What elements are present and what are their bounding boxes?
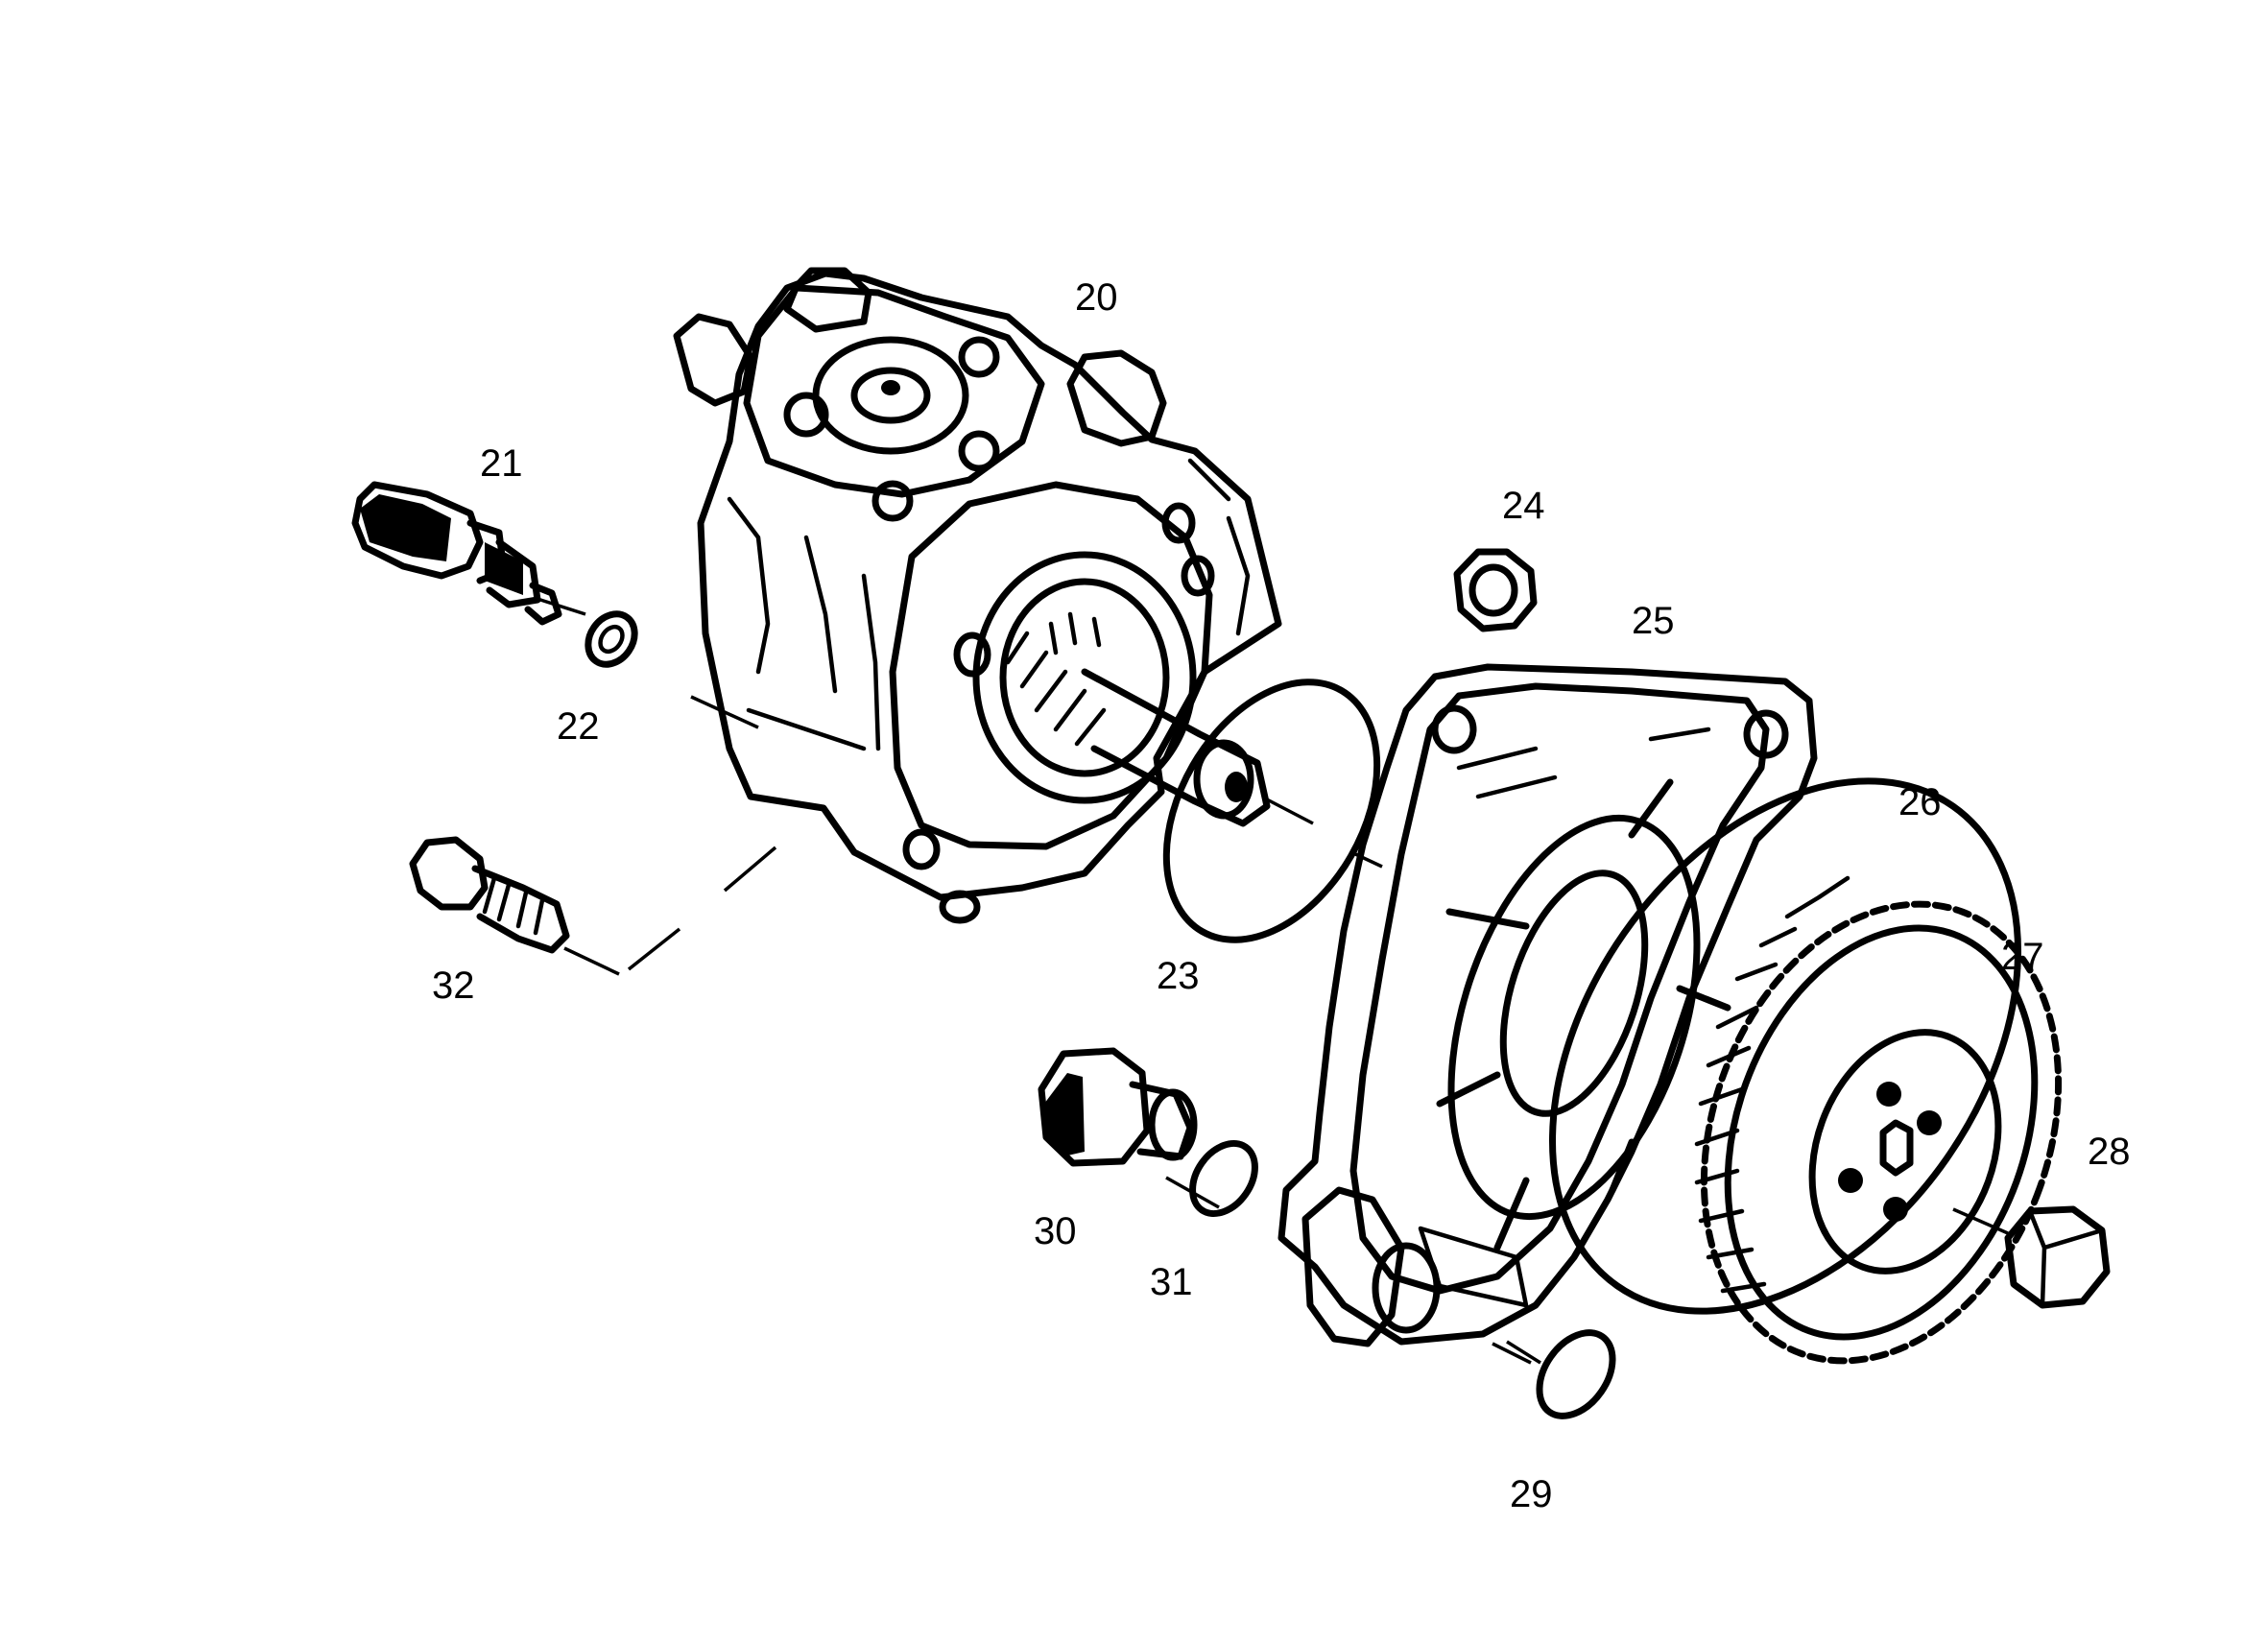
housing-part-25 — [1277, 663, 1818, 1347]
o-ring-part-26 — [1549, 777, 2021, 1315]
o-ring-part-23 — [1162, 679, 1381, 943]
nut-part-28 — [2004, 1205, 2111, 1309]
washer-part-29 — [1536, 1329, 1616, 1419]
callout-26: 26 — [1898, 781, 1942, 823]
callout-20: 20 — [1075, 276, 1118, 319]
callout-30: 30 — [1034, 1210, 1077, 1252]
callout-22: 22 — [557, 705, 600, 748]
sensor-part-21 — [351, 481, 562, 626]
plug-part-30 — [1038, 1047, 1198, 1167]
callout-21: 21 — [480, 442, 523, 485]
pump-assembly — [673, 267, 1282, 924]
callout-27: 27 — [2001, 936, 2044, 978]
callout-25: 25 — [1632, 600, 1675, 642]
seal-ring-part-31 — [1189, 1140, 1258, 1217]
callout-31: 31 — [1150, 1261, 1193, 1303]
bolt-part-32 — [409, 836, 570, 954]
callout-23: 23 — [1157, 955, 1200, 997]
gear-part-27 — [1694, 875, 2063, 1365]
nut-part-24 — [1453, 548, 1538, 632]
callout-32: 32 — [432, 965, 475, 1007]
washer-part-22 — [585, 610, 638, 668]
callout-28: 28 — [2088, 1131, 2131, 1173]
callout-24: 24 — [1502, 485, 1545, 527]
callout-29: 29 — [1510, 1473, 1553, 1515]
